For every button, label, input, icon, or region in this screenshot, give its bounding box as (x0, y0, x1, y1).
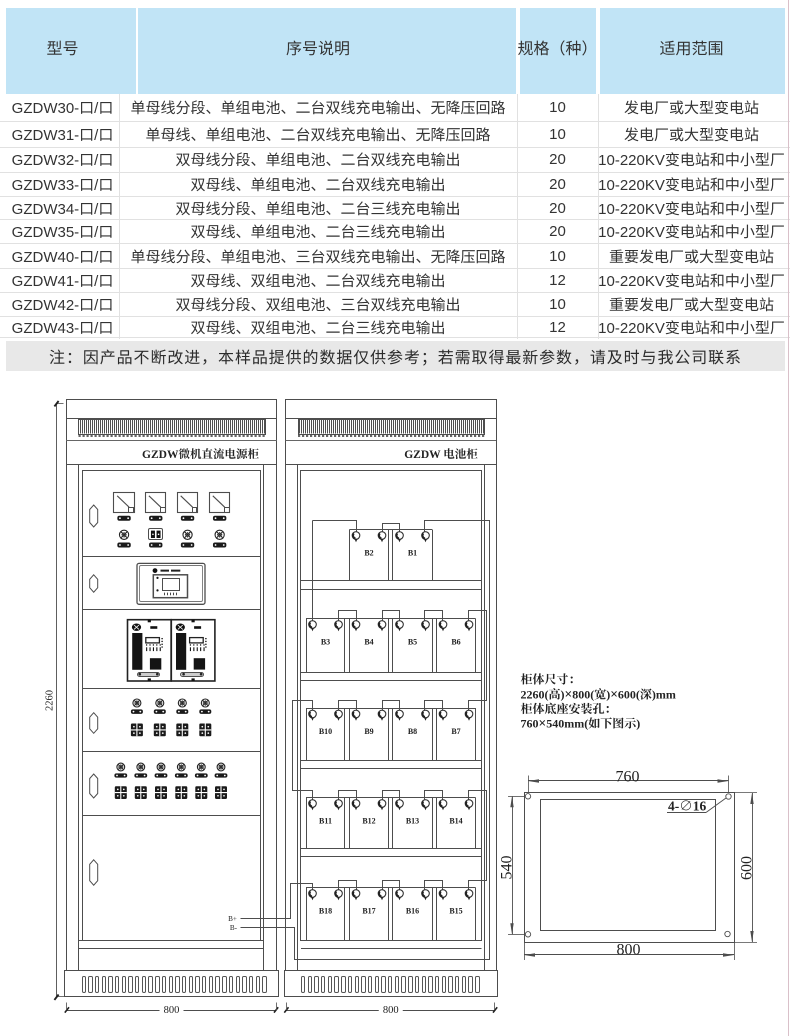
svg-text:800: 800 (383, 1005, 399, 1016)
svg-text:B18: B18 (319, 906, 332, 915)
svg-text:800: 800 (617, 941, 641, 958)
svg-text:760×540mm(如下图示): 760×540mm(如下图示) (521, 716, 641, 731)
svg-text:B2: B2 (364, 548, 373, 557)
svg-text:B15: B15 (449, 906, 462, 915)
svg-text:B14: B14 (449, 816, 462, 825)
svg-text:B7: B7 (451, 727, 460, 736)
svg-text:B1: B1 (408, 548, 417, 557)
svg-text:B10: B10 (319, 727, 332, 736)
svg-text:柜体尺寸：: 柜体尺寸： (521, 673, 581, 687)
svg-text:B9: B9 (364, 727, 373, 736)
svg-text:B8: B8 (408, 727, 417, 736)
svg-text:4-∅16: 4-∅16 (668, 799, 706, 814)
svg-text:2260(高)×800(宽)×600(深)mm: 2260(高)×800(宽)×600(深)mm (521, 687, 676, 702)
svg-text:B3: B3 (321, 637, 330, 646)
svg-text:B13: B13 (406, 816, 419, 825)
svg-text:800: 800 (164, 1005, 180, 1016)
svg-text:540: 540 (498, 856, 515, 880)
svg-text:B4: B4 (364, 637, 373, 646)
svg-text:760: 760 (616, 768, 640, 785)
svg-text:GZDW微机直流电源柜: GZDW微机直流电源柜 (142, 448, 259, 461)
svg-text:B12: B12 (362, 816, 375, 825)
svg-text:B16: B16 (406, 906, 419, 915)
svg-text:B5: B5 (408, 637, 417, 646)
svg-text:B11: B11 (319, 816, 332, 825)
svg-text:B6: B6 (451, 637, 460, 646)
svg-text:B17: B17 (362, 906, 375, 915)
svg-text:柜体底座安装孔：: 柜体底座安装孔： (521, 702, 617, 716)
svg-text:B-: B- (230, 924, 238, 932)
svg-text:2260: 2260 (45, 690, 56, 711)
svg-text:B+: B+ (228, 915, 237, 923)
svg-text:GZDW 电池柜: GZDW 电池柜 (404, 448, 478, 461)
svg-text:600: 600 (738, 856, 755, 880)
